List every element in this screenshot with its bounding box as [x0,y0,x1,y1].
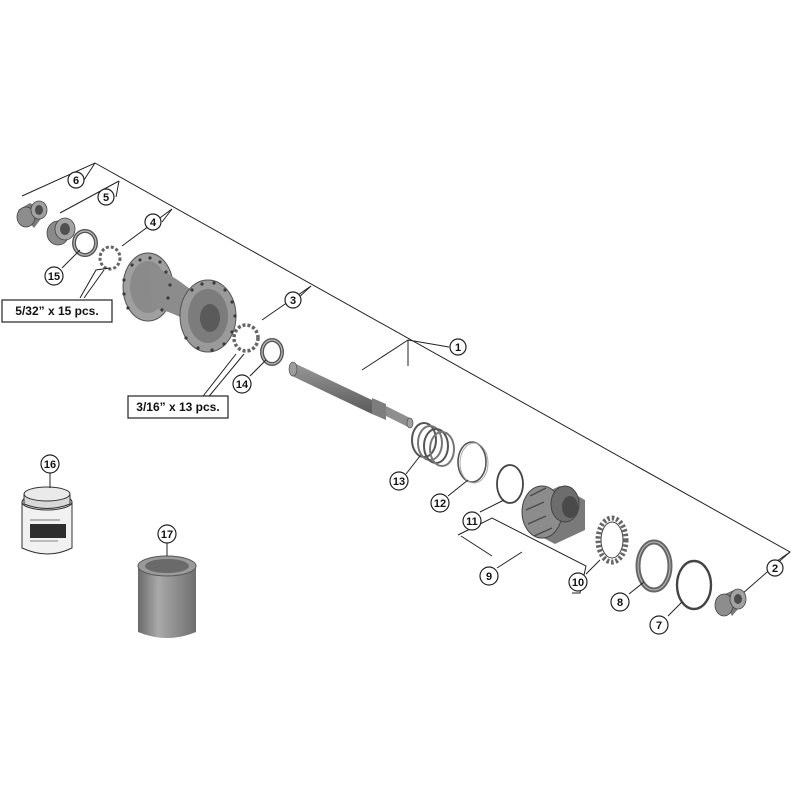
part-17-tool-cylinder [137,555,197,638]
callout-16: 16 [40,454,60,474]
callout-6-label: 6 [73,175,79,187]
part-9-freehub-body [521,485,585,544]
callout-6: 6 [67,171,85,189]
callout-17: 17 [157,524,177,544]
callout-15: 15 [44,266,64,286]
part-16-grease-jar [21,486,73,555]
callout-11: 11 [462,511,482,531]
part-6-end-cap [16,200,48,228]
bearing-note-right-text: 3/16” x 13 pcs. [136,400,219,414]
bearing-note-left-text: 5/32” x 15 pcs. [15,304,98,318]
part-15-washer [72,229,98,257]
callout-3: 3 [284,291,302,309]
callout-2-label: 2 [772,563,778,575]
callout-12: 12 [430,493,450,513]
callout-17-label: 17 [161,529,173,541]
callout-16-label: 16 [44,459,56,471]
callout-9-label: 9 [486,571,492,583]
part-11-snap-ring [496,464,524,504]
callout-5: 5 [97,188,115,206]
callout-12-label: 12 [434,498,446,510]
callout-5-label: 5 [103,192,109,204]
callout-9: 9 [479,566,499,586]
assembly-bracket-lines [21,162,791,595]
callout-7: 7 [649,615,669,635]
callout-4: 4 [144,213,162,231]
part-8-washer [635,539,673,593]
right-bearing-retainer [232,323,260,353]
callout-13-label: 13 [393,476,405,488]
callout-14: 14 [232,374,252,394]
part-12-ring [457,441,489,484]
callout-leaders [49,162,791,617]
callout-10-label: 10 [572,577,584,589]
callout-8: 8 [610,592,630,612]
part-7-ring [675,559,713,611]
callout-1-label: 1 [455,342,461,354]
part-14-washer [260,338,284,366]
callout-3-label: 3 [290,295,296,307]
callout-8-label: 8 [617,597,623,609]
callout-7-label: 7 [656,620,662,632]
callout-1: 1 [449,338,467,356]
callout-13: 13 [389,471,409,491]
callout-15-label: 15 [48,271,60,283]
part-10-ratchet-ring [595,515,629,565]
part-5-lock-nut [46,217,76,246]
callout-11-label: 11 [466,516,478,528]
part-2-end-cap [714,588,747,617]
part-13-spring [411,422,455,467]
bearing-note-right: 3/16” x 13 pcs. [127,395,229,419]
callout-4-label: 4 [150,217,157,229]
bearing-note-left: 5/32” x 15 pcs. [1,299,113,323]
axle-shaft [288,361,414,429]
hub-body [122,252,237,353]
callout-10: 10 [568,572,588,592]
callout-2: 2 [766,559,784,577]
callout-14-label: 14 [236,379,249,391]
left-bearing-retainer [98,245,122,271]
